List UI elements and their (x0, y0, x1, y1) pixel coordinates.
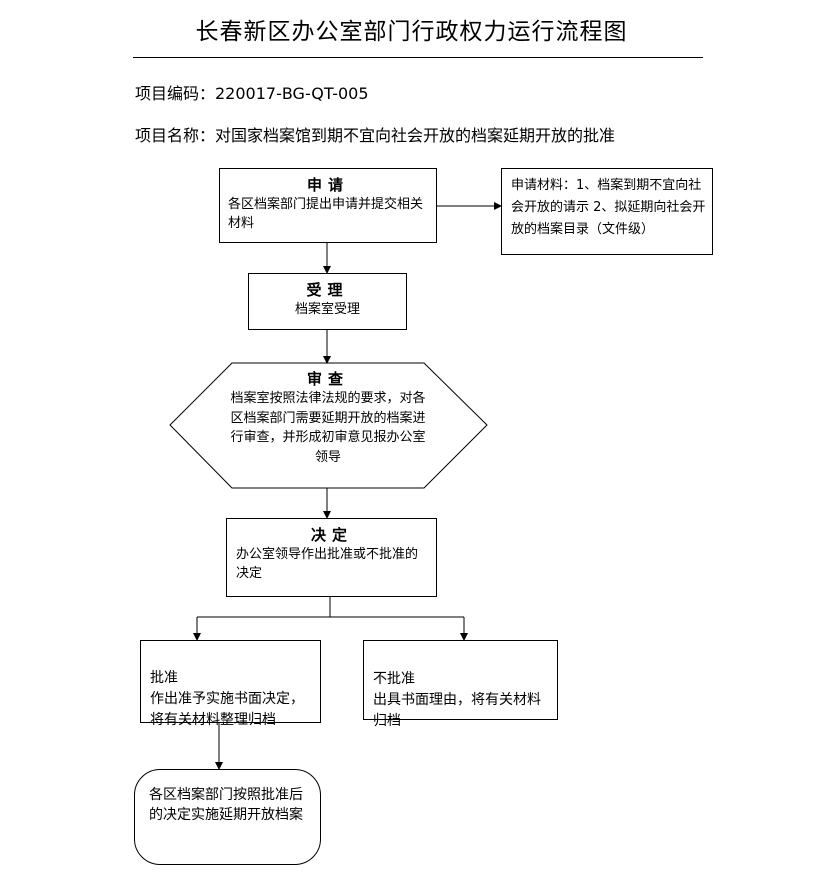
step-review-content: 审查 档案室按照法律法规的要求，对各区档案部门需要延期开放的档案进行审查，并形成… (230, 369, 426, 467)
approve-box: 批准 作出准予实施书面决定，将有关材料整理归档 (140, 640, 321, 728)
application-materials-box: 申请材料：1、档案到期不宜向社会开放的请示 2、拟延期向社会开放的档案目录（文件… (501, 168, 713, 255)
review-diamond-shape (169, 362, 488, 489)
application-materials-text: 申请材料：1、档案到期不宜向社会开放的请示 2、拟延期向社会开放的档案目录（文件… (511, 178, 706, 237)
step-apply-text: 各区档案部门提出申请并提交相关材料 (228, 197, 424, 231)
project-name: 项目名称：对国家档案馆到期不宜向社会开放的档案延期开放的批准 (135, 126, 616, 145)
step-apply-box: 申请 各区档案部门提出申请并提交相关材料 (219, 168, 437, 243)
title-divider (133, 57, 703, 58)
step-apply-heading: 申请 (306, 176, 349, 194)
step-accept-box: 受理 档案室受理 (248, 273, 407, 330)
reject-box: 不批准 出具书面理由，将有关材料归档 (363, 640, 558, 729)
step-decide-heading: 决定 (310, 526, 353, 544)
step-accept-text: 档案室受理 (294, 302, 360, 317)
page-title: 长春新区办公室部门行政权力运行流程图 (195, 19, 628, 45)
step-accept-heading: 受理 (306, 281, 349, 299)
reject-text: 不批准 出具书面理由，将有关材料归档 (373, 671, 541, 729)
implement-text: 各区档案部门按照批准后的决定实施延期开放档案 (149, 787, 303, 823)
step-review-text: 档案室按照法律法规的要求，对各区档案部门需要延期开放的档案进行审查，并形成初审意… (230, 391, 426, 465)
implement-terminal: 各区档案部门按照批准后的决定实施延期开放档案 (134, 769, 321, 865)
approve-text: 批准 作出准予实施书面决定，将有关材料整理归档 (150, 670, 304, 728)
step-review-heading: 审查 (306, 370, 349, 388)
step-decide-text: 办公室领导作出批准或不批准的决定 (236, 547, 419, 581)
step-decide-box: 决定 办公室领导作出批准或不批准的决定 (226, 518, 437, 597)
project-code: 项目编码：220017-BG-QT-005 (135, 84, 369, 103)
